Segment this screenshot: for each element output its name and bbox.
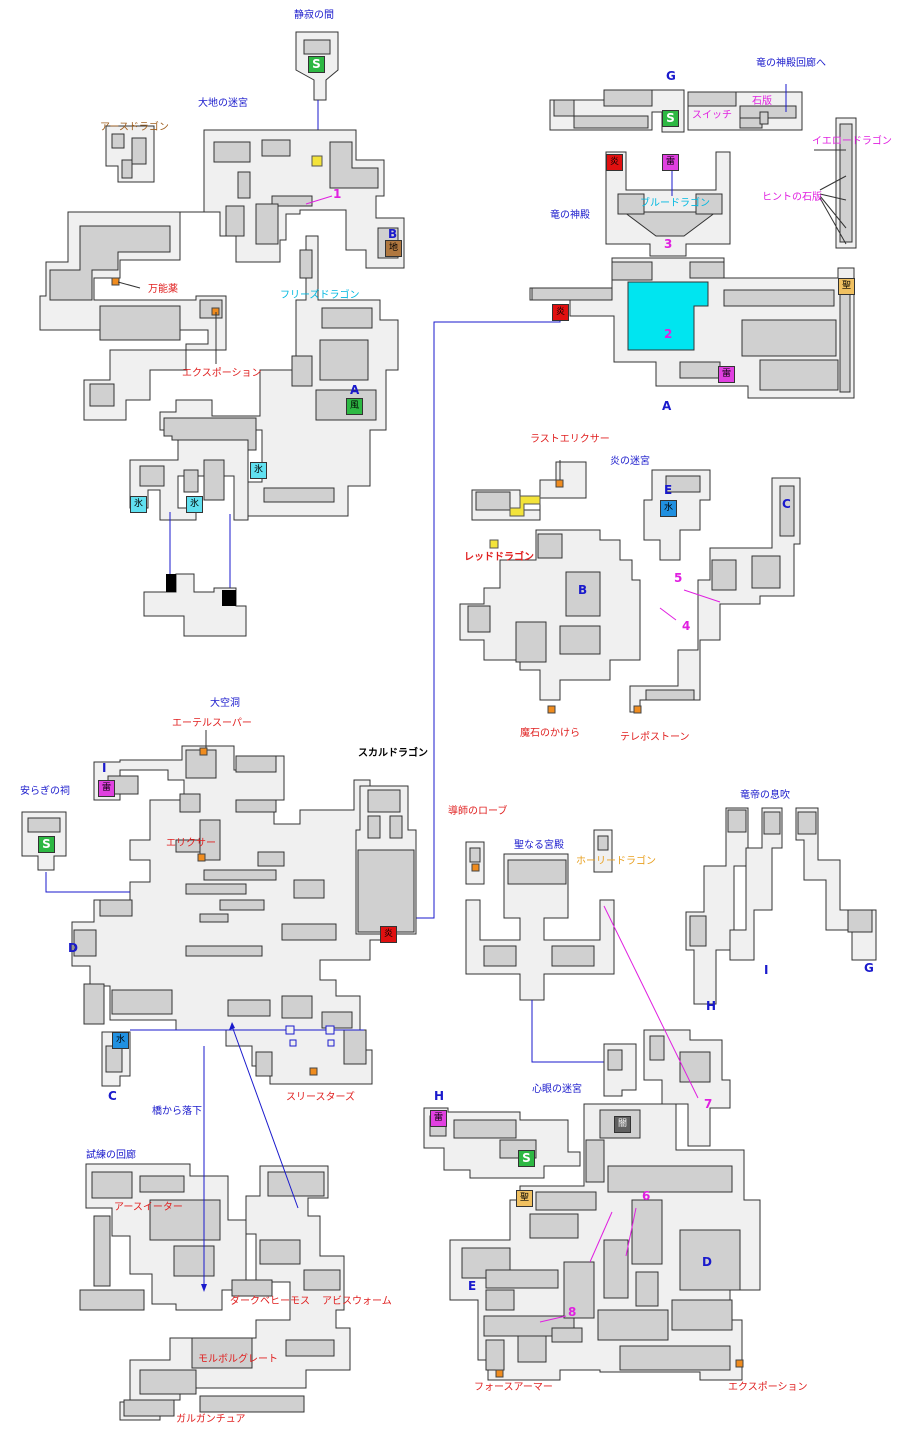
seijaku-label: 静寂の間 [294,10,334,21]
fire-crystal-icon: 炎 [552,304,569,321]
num-2: 2 [664,327,673,341]
daikudou [71,745,417,1085]
ex-potion-label: エクスポーション [182,368,262,379]
teleport-label: テレポストーン [620,732,690,743]
ryu-shinden-label: 竜の神殿 [550,210,590,221]
letter-i-ryutei: I [764,963,769,977]
thunder-crystal-icon: 雷 [98,780,115,797]
ice-lower-room [143,573,247,637]
yellow-dragon-label: イエロードラゴン [812,136,892,147]
water-crystal-icon: 水 [660,500,677,517]
num-6: 6 [642,1189,651,1203]
num-4: 4 [682,619,691,633]
daikudou-label: 大空洞 [210,698,240,709]
ice-area [129,439,249,521]
switch-label: スイッチ [692,110,732,121]
letter-a: A [350,383,360,397]
yasuragi-label: 安らぎの祠 [20,786,70,797]
letter-b: B [388,227,398,241]
earth-eater-label: アースイーター [114,1202,183,1213]
save-point-icon: S [518,1150,535,1167]
num-1: 1 [333,187,342,201]
letter-h: H [706,999,717,1013]
ice-crystal-icon: 氷 [130,496,147,513]
num-3: 3 [664,237,673,251]
blue-dragon-label: ブルードラゴン [640,198,710,209]
ryutei-label: 竜帝の息吹 [740,790,790,801]
hashi-label: 橋から落下 [152,1106,202,1117]
bannouyaku-label: 万能薬 [148,284,178,295]
letter-g: G [864,961,874,975]
letter-e: E [468,1279,477,1293]
letter-d-shingan: D [702,1255,712,1269]
holy-crystal-icon: 聖 [516,1190,533,1207]
numbered-arrows [305,195,721,1323]
morbol-label: モルボルグレート [198,1354,278,1365]
num-5: 5 [674,571,683,585]
bridge-arrows [130,1025,364,1047]
wind-crystal-icon: 風 [346,398,363,415]
save-point-icon: S [662,110,679,127]
seinaru-palace [465,829,615,1001]
sekihi-label: 石版 [752,96,772,107]
ryu-kairo-label: 竜の神殿回廊へ [756,58,826,69]
letter-c-fire: C [782,497,791,511]
letter-i: I [102,761,107,775]
elixir-label: エリクサー [166,838,216,849]
letter-d: D [68,941,78,955]
save-point-icon: S [38,836,55,853]
dark-crystal-icon: 闇 [614,1116,631,1133]
ryutei [685,807,877,1005]
shingan-maze [423,1029,761,1381]
maseki-label: 魔石のかけら [520,728,580,739]
ice-crystal-icon: 氷 [250,462,267,479]
letter-a-temple: A [662,399,672,413]
shingan-label: 心眼の迷宮 [532,1084,582,1095]
doushi-robe-label: 導師のローブ [448,806,508,817]
last-elixir-label: ラストエリクサー [530,434,610,445]
shiren-corridor [79,1163,351,1421]
ryu-shinden [529,89,857,399]
shiren-label: 試練の回廊 [86,1150,136,1161]
num-8: 8 [568,1305,577,1319]
seinaru-label: 聖なる宮殿 [514,840,564,851]
save-point-icon: S [308,56,325,73]
force-armor-label: フォースアーマー [474,1382,553,1393]
fire-crystal-icon: 炎 [380,926,397,943]
num-7: 7 [704,1097,713,1111]
earth-crystal-icon: 地 [385,240,402,257]
ice-crystal-icon: 氷 [186,496,203,513]
letter-h-shingan: H [434,1089,445,1103]
honoo-label: 炎の迷宮 [610,456,650,467]
honoo-maze [459,461,801,713]
letter-c: C [108,1089,117,1103]
ex-potion-2-label: エクスポーション [728,1382,808,1393]
chests [111,277,744,1378]
water-crystal-icon: 水 [112,1032,129,1049]
three-stars-label: スリースターズ [286,1092,355,1103]
abyss-worm-label: アビスウォーム [322,1296,392,1307]
letter-e-fire: E [664,483,673,497]
thunder-crystal-icon: 雷 [662,154,679,171]
freeze-dragon-label: フリーズドラゴン [280,290,360,301]
thunder-crystal-icon: 雷 [430,1110,447,1127]
holy-crystal-icon: 聖 [838,278,855,295]
letter-b-fire: B [578,583,588,597]
thunder-crystal-icon: 雷 [718,366,735,383]
red-dragon-label: レッドドラゴン [464,552,534,563]
skull-dragon-label: スカルドラゴン [358,748,428,759]
dark-behemoth-label: ダークベヒーモス [230,1296,310,1307]
ether-super-label: エーテルスーパー [172,718,252,729]
hint-sekihi-label: ヒントの石版 [762,192,822,203]
letter-g-top: G [666,69,676,83]
fire-crystal-icon: 炎 [606,154,623,171]
gargan-label: ガルガンチュア [176,1414,246,1425]
earth-dragon-label: アースドラゴン [100,122,169,133]
daichi-label: 大地の迷宮 [198,98,248,109]
holy-dragon-label: ホーリードラゴン [576,856,656,867]
